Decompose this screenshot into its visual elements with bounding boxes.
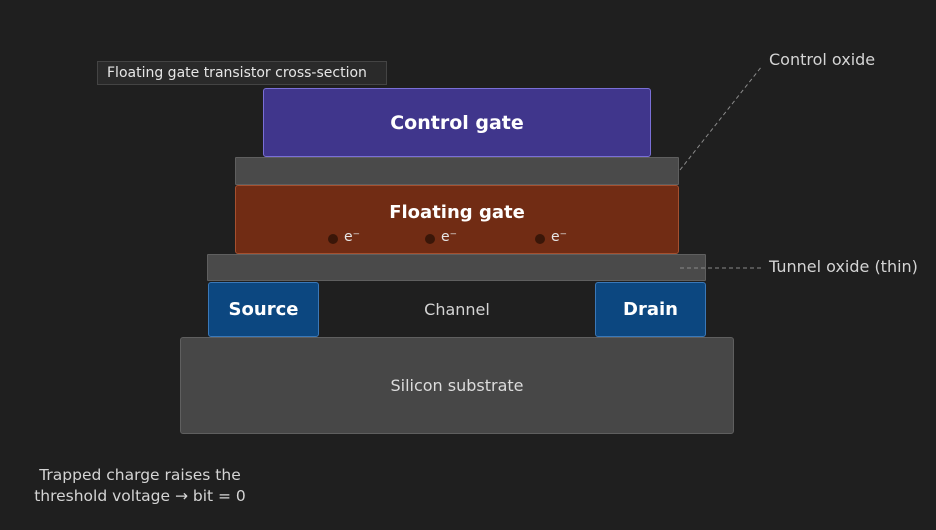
source-region: Source bbox=[208, 282, 319, 337]
control-oxide-layer bbox=[235, 157, 679, 185]
electron-symbol: e⁻ bbox=[441, 229, 458, 245]
electron-dot bbox=[535, 234, 545, 244]
channel-label: Channel bbox=[424, 300, 490, 319]
control-gate-layer: Control gate bbox=[263, 88, 651, 157]
control-oxide-leader bbox=[679, 65, 763, 171]
diagram-title: Floating gate transistor cross-section bbox=[97, 61, 387, 85]
electron-symbol: e⁻ bbox=[344, 229, 361, 245]
control-oxide-callout: Control oxide bbox=[769, 50, 876, 69]
electron-symbol: e⁻ bbox=[551, 229, 568, 245]
floating-gate-layer: Floating gate e⁻ e⁻ e⁻ bbox=[235, 185, 679, 254]
tunnel-oxide-layer bbox=[207, 254, 706, 281]
electron-dot bbox=[425, 234, 435, 244]
silicon-substrate: Silicon substrate bbox=[180, 337, 734, 434]
charge-note: Trapped charge raises the threshold volt… bbox=[20, 465, 260, 507]
electron-dot bbox=[328, 234, 338, 244]
tunnel-oxide-callout: Tunnel oxide (thin) bbox=[769, 257, 918, 276]
charge-note-line-2: threshold voltage → bit = 0 bbox=[34, 487, 246, 505]
floating-gate-label: Floating gate bbox=[389, 202, 525, 223]
charge-note-line-1: Trapped charge raises the bbox=[39, 466, 241, 484]
drain-region: Drain bbox=[595, 282, 706, 337]
